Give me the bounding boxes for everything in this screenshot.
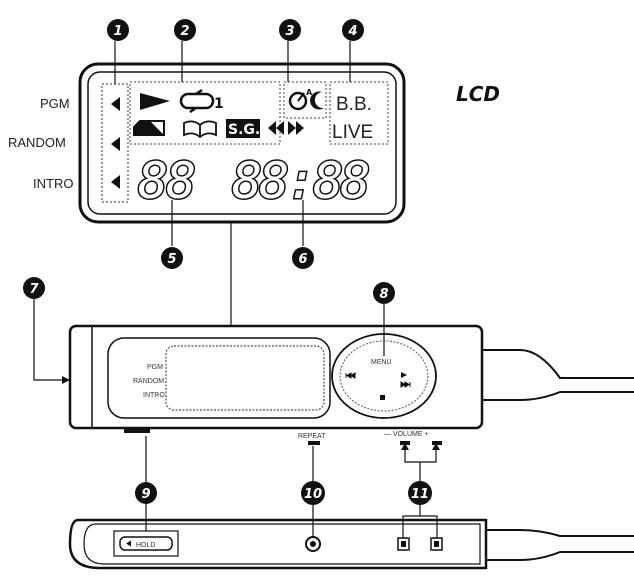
- lcd-label-pgm: PGM: [40, 96, 70, 111]
- cord-front-bottom: [480, 391, 634, 401]
- callout-1: 1: [107, 19, 129, 41]
- svg-text:11: 11: [411, 487, 429, 502]
- hold-arrow-icon: [126, 540, 131, 547]
- leader-7: [33, 299, 66, 381]
- rewind-icon: [268, 121, 284, 135]
- callout-10: 10: [301, 481, 325, 505]
- sg-badge: [226, 119, 260, 138]
- repeat-button-label: REPEAT: [298, 433, 326, 440]
- time-digits: 88:88: [232, 152, 368, 210]
- cord-front-top: [480, 349, 634, 379]
- stop-button-icon[interactable]: [380, 395, 385, 400]
- callout-9: 9: [135, 482, 157, 504]
- next-button-icon[interactable]: [400, 381, 411, 388]
- bottom-cord-top: [486, 529, 634, 537]
- indicator-arrow-pgm-icon: [111, 97, 120, 111]
- live-indicator: LIVE: [332, 122, 373, 143]
- volume-down-dot: [401, 541, 406, 547]
- callout-5: 5: [161, 247, 183, 269]
- callout-7: 7: [23, 277, 45, 299]
- fast-forward-icon: [288, 121, 304, 135]
- auto-off-superscript: A: [306, 88, 313, 97]
- play-pause-button-icon[interactable]: [401, 372, 407, 378]
- svg-text:2: 2: [180, 24, 189, 39]
- leader-11-top: [404, 446, 437, 482]
- bass-boost-indicator: B.B.: [336, 94, 372, 115]
- bottom-cord-bottom: [486, 551, 634, 561]
- device-bottom-view: HOLD: [68, 504, 634, 570]
- device-front: PGM RANDOM INTRO MENU REPEAT — VOLUME +: [68, 324, 634, 445]
- panel-label-pgm: PGM: [147, 364, 163, 371]
- callout-11: 11: [408, 481, 432, 505]
- diagram-title: LCD: [456, 82, 500, 106]
- panel-label-random: RANDOM: [133, 378, 164, 385]
- play-icon: [140, 93, 170, 110]
- device-lcd-window: [165, 345, 325, 411]
- book-icon: [183, 120, 217, 139]
- card-memory-icon-fill: [134, 121, 164, 135]
- svg-text:4: 4: [347, 24, 357, 39]
- lcd-label-intro: INTRO: [33, 176, 73, 191]
- lcd-group-4: [329, 81, 389, 145]
- callout-6: 6: [292, 247, 314, 269]
- panel-label-intro: INTRO: [143, 392, 165, 399]
- indicator-arrow-intro-icon: [111, 175, 120, 189]
- svg-text:7: 7: [29, 282, 39, 297]
- volume-buttons-label: — VOLUME +: [384, 431, 429, 438]
- callout-3: 3: [279, 19, 301, 41]
- svg-text:5: 5: [167, 252, 176, 267]
- auto-off-clock-hand: [297, 92, 305, 102]
- leader-7-arrow-icon: [62, 376, 70, 384]
- bottom-body-inner: [83, 523, 481, 565]
- svg-text:3: 3: [285, 24, 294, 39]
- svg-text:10: 10: [304, 487, 322, 502]
- volume-up-dot: [434, 541, 439, 547]
- hold-switch-tab: [124, 428, 150, 433]
- auto-off-clock-icon: [288, 91, 308, 111]
- track-number-digits: 88: [138, 152, 194, 210]
- prev-button-icon[interactable]: [345, 372, 356, 379]
- repeat-icon: [179, 88, 215, 114]
- callout-2: 2: [174, 19, 196, 41]
- lcd-label-random: RANDOM: [8, 135, 66, 150]
- lcd-frame-inner: [87, 71, 397, 215]
- svg-text:1: 1: [113, 24, 122, 39]
- leader-11-bottom: [402, 505, 438, 538]
- sound-genie-indicator: S.G.: [228, 122, 260, 138]
- callout-8: 8: [373, 282, 395, 304]
- volume-up-button[interactable]: [432, 441, 442, 445]
- svg-text:8: 8: [379, 287, 388, 302]
- lcd-group-3: [283, 81, 327, 119]
- sleep-moon-icon: [310, 91, 324, 110]
- callout-4: 4: [342, 19, 364, 41]
- leader-11-top-arrows-icon: [401, 443, 440, 450]
- repeat-one-digit: 1: [214, 96, 224, 112]
- lcd-group-2: [129, 81, 281, 145]
- svg-text:6: 6: [298, 252, 307, 267]
- hold-switch[interactable]: [119, 536, 173, 551]
- menu-button-label: MENU: [371, 359, 392, 366]
- svg-text:9: 9: [141, 487, 150, 502]
- repeat-button-bottom-center: [310, 541, 316, 547]
- repeat-button[interactable]: [308, 441, 320, 445]
- indicator-arrow-random-icon: [111, 137, 120, 151]
- hold-switch-label: HOLD: [136, 542, 155, 549]
